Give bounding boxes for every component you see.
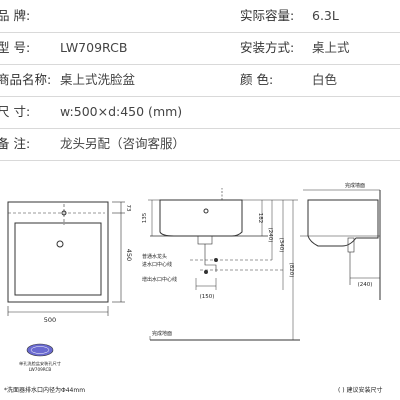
spec-value-install: 桌上式: [312, 40, 350, 55]
spec-row-model: 型 号: LW709RCB 安装方式: 桌上式: [0, 32, 400, 65]
hole-caption-1: 单孔洗脸盆安装孔尺寸: [19, 360, 61, 367]
side-overflow: [203, 208, 209, 214]
right-view: [300, 189, 381, 300]
basin-outline: [7, 201, 109, 303]
spec-label-note: 备 注:: [0, 136, 31, 151]
drain-hole: [56, 240, 64, 248]
label-faucet: 普通水龙头: [142, 253, 167, 260]
dim-width-label: 500: [44, 316, 56, 324]
spec-value-capacity: 6.3L: [312, 8, 339, 23]
footer-legend: ( ) 建议安装尺寸: [338, 386, 383, 394]
label-inlet: 进水口中心线: [142, 261, 172, 268]
hole-caption-2: LW709RCB: [29, 367, 52, 372]
spec-row-size: 尺 寸: w:500×d:450 (mm): [0, 96, 400, 129]
spec-value-note: 龙头另配（咨询客服）: [60, 136, 186, 151]
spec-row-note: 备 注: 龙头另配（咨询客服）: [0, 128, 400, 161]
spec-label-color: 颜 色:: [240, 72, 274, 87]
basin-bowl: [14, 222, 102, 296]
dim-hole-label: 73: [125, 205, 131, 212]
spec-label-brand: 品 牌:: [0, 8, 31, 23]
spec-row-brand: 品 牌: 实际容量: 6.3L: [0, 0, 400, 33]
spec-label-model: 型 号:: [0, 40, 31, 55]
spec-label-capacity: 实际容量:: [240, 8, 295, 23]
dim-135-label: 135: [142, 212, 148, 223]
dim-depth-label: 450: [125, 249, 133, 261]
footer-drain-note: *洗面器排水口内径为Φ44mm: [4, 386, 85, 394]
drain-body: [197, 235, 213, 245]
label-outlet: 增出水口中心线: [142, 276, 177, 283]
top-view: [7, 201, 125, 316]
hole-ellipse: [26, 343, 54, 357]
spec-table: 品 牌: 实际容量: 6.3L 型 号: LW709RCB 安装方式: 桌上式 …: [0, 0, 400, 161]
dim-240-right-label: (240): [358, 282, 373, 288]
spec-label-install: 安装方式:: [240, 40, 295, 55]
label-wall: 完成墙面: [345, 182, 365, 189]
side-view: [148, 188, 300, 341]
dim-150-label: (150): [200, 294, 215, 300]
dim-240-side-label: (240): [267, 228, 273, 243]
spec-label-name: 商品名称:: [0, 72, 52, 87]
spec-value-size: w:500×d:450 (mm): [60, 104, 183, 119]
spec-value-model: LW709RCB: [60, 40, 128, 55]
hole-diagram: [26, 343, 54, 357]
label-floor: 完成地面: [152, 330, 172, 337]
spec-row-name: 商品名称: 桌上式洗脸盆 颜 色: 白色: [0, 64, 400, 97]
technical-drawing: 500 450 73 单孔洗脸盆安装孔尺寸 LW709RCB: [0, 160, 400, 400]
spec-label-size: 尺 寸:: [0, 104, 31, 119]
spec-value-name: 桌上式洗脸盆: [60, 72, 136, 87]
spec-value-color: 白色: [312, 72, 338, 87]
side-basin-body: [159, 199, 243, 237]
technical-drawing-svg: 500 450 73 单孔洗脸盆安装孔尺寸 LW709RCB: [4, 182, 383, 394]
dim-820-label: (820): [288, 263, 294, 278]
right-basin-body: [307, 199, 379, 247]
dim-340-label: (340): [278, 238, 284, 253]
dim-182-label: 182: [257, 213, 263, 224]
